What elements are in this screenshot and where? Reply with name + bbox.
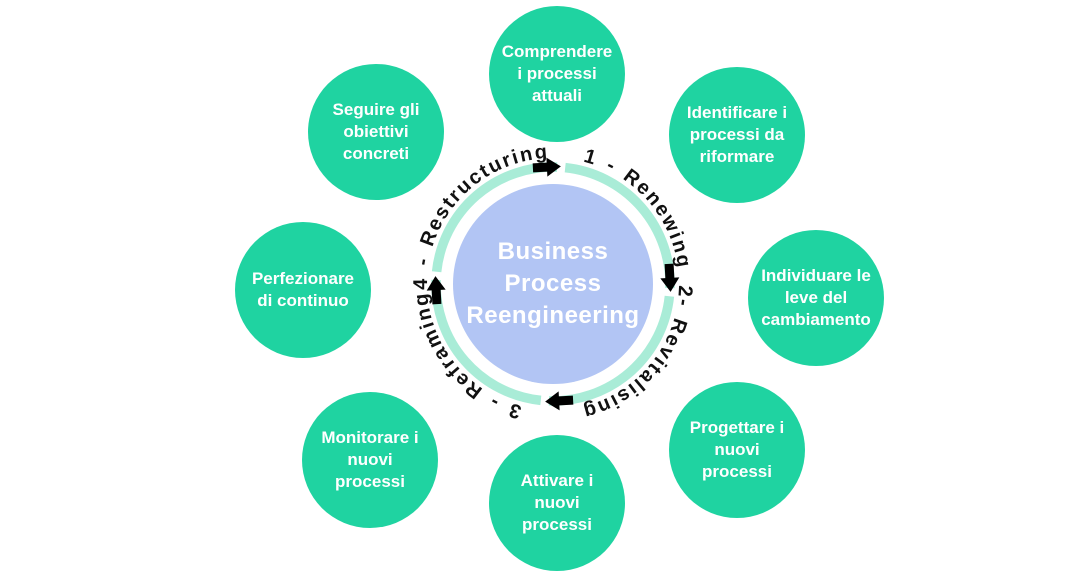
step-line: obiettivi <box>343 122 409 141</box>
step-line: Progettare i <box>689 418 785 437</box>
step-line: processi <box>702 462 772 481</box>
step-circle-comprendere-processi: Comprendere i processi attuali <box>489 6 625 142</box>
step-line: Identificare i <box>686 103 788 122</box>
step-line: nuovi <box>347 450 393 469</box>
step-circle-progettare-processi: Progettare i nuovi processi <box>669 382 805 518</box>
step-circle-seguire-obiettivi: Seguire gli obiettivi concreti <box>308 64 444 200</box>
arrow-left-icon <box>426 276 446 305</box>
step-line: nuovi <box>714 440 760 459</box>
step-line: attuali <box>531 86 583 105</box>
step-line: nuovi <box>534 493 580 512</box>
center-title-line: Reengineering <box>466 302 640 329</box>
step-line: Perfezionare <box>251 269 355 288</box>
center-circle-title: Business Process Reengineering <box>453 184 653 384</box>
arrow-top-icon <box>532 157 561 177</box>
step-line: cambiamento <box>761 310 871 329</box>
step-circle-identificare-processi: Identificare i processi da riformare <box>669 67 805 203</box>
center-title-line: Business <box>497 238 609 265</box>
arrow-right-icon <box>660 263 680 292</box>
arrow-bottom-icon <box>545 391 574 411</box>
step-line: processi da <box>689 125 785 144</box>
step-line: leve del <box>784 288 848 307</box>
step-circle-monitorare-processi: Monitorare i nuovi processi <box>302 392 438 528</box>
step-line: Monitorare i <box>321 428 419 447</box>
step-line: processi <box>335 472 405 491</box>
step-line: riformare <box>699 147 775 166</box>
step-line: i processi <box>517 64 597 83</box>
step-line: concreti <box>342 144 410 163</box>
step-line: di continuo <box>257 291 349 310</box>
step-circle-individuare-leve: Individuare le leve del cambiamento <box>748 230 884 366</box>
step-line: processi <box>522 515 592 534</box>
step-circle-perfezionare-continuo: Perfezionare di continuo <box>235 222 371 358</box>
step-line: Attivare i <box>520 471 594 490</box>
step-line: Seguire gli <box>332 100 420 119</box>
step-circle-attivare-processi: Attivare i nuovi processi <box>489 435 625 571</box>
step-line: Comprendere <box>501 42 613 61</box>
center-title-line: Process <box>504 270 602 297</box>
step-line: Individuare le <box>761 266 871 285</box>
